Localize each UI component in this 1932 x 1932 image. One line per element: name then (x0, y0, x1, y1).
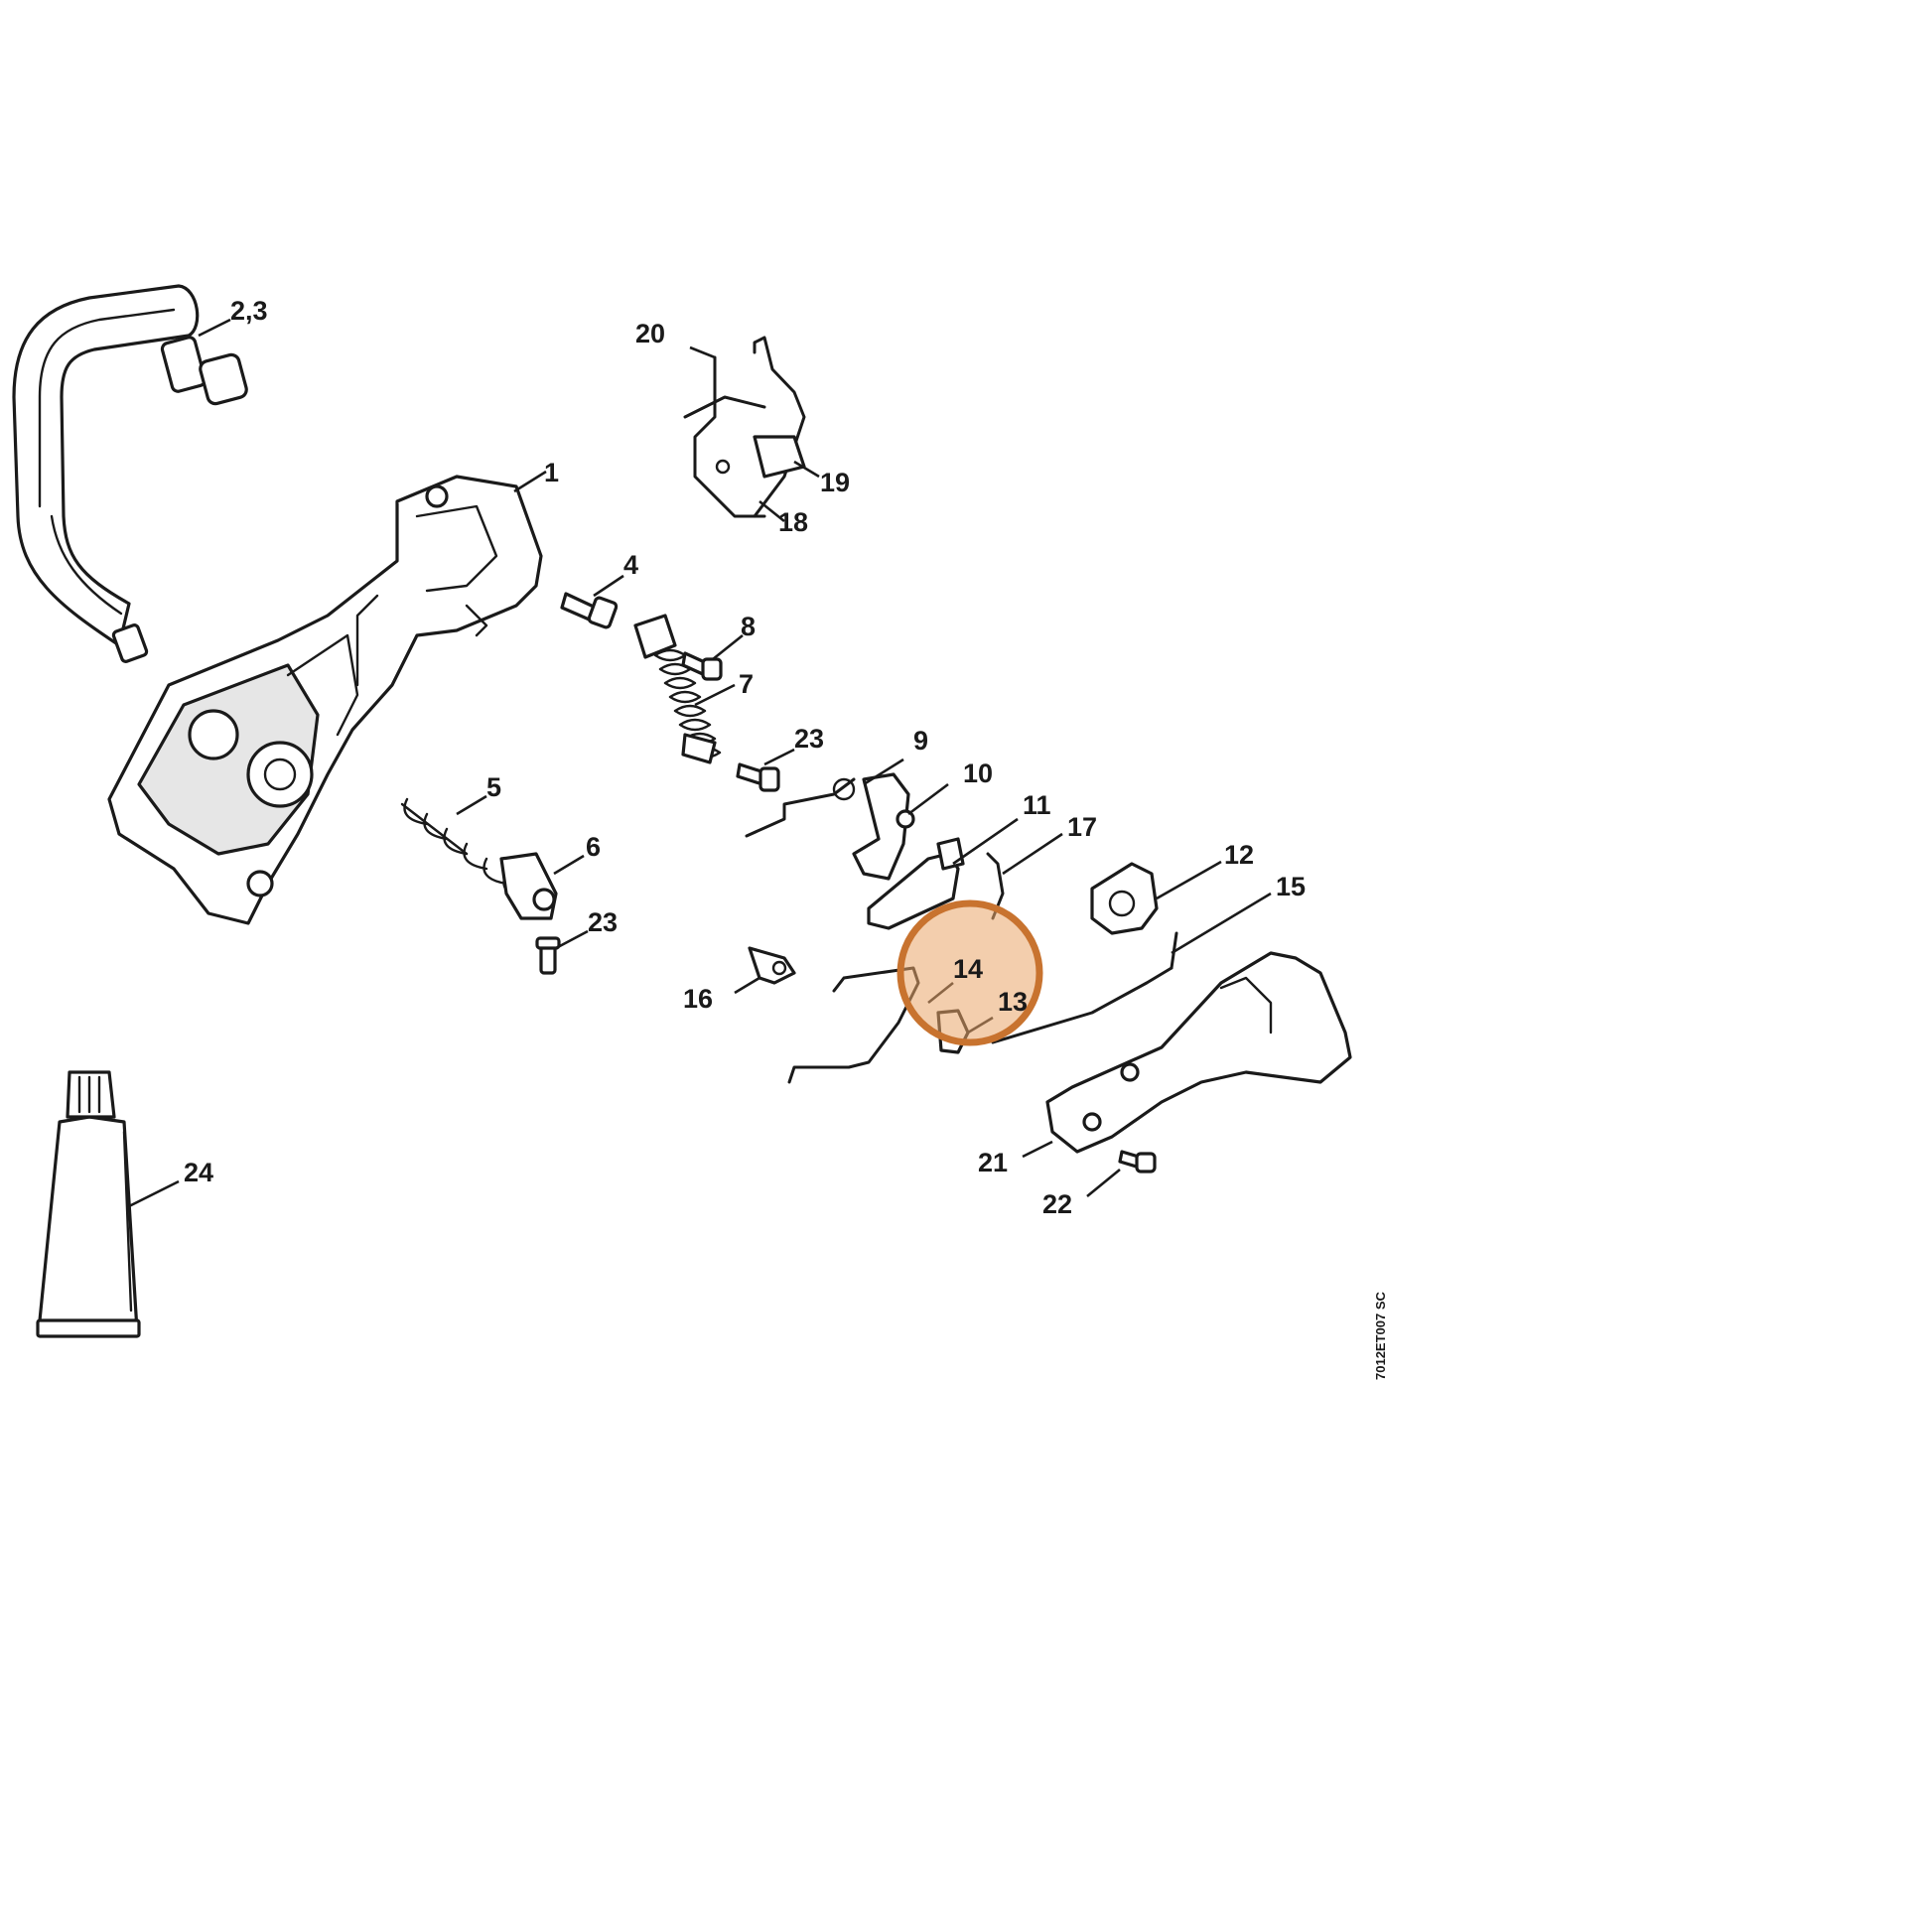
part-6-buffer (499, 852, 558, 920)
callout-21: 21 (978, 1148, 1008, 1177)
part-9-spring-wire (745, 777, 856, 838)
part-5-spring (400, 797, 528, 900)
callout-13: 13 (998, 987, 1028, 1017)
callout-11: 11 (1023, 790, 1051, 820)
callout-1: 1 (544, 458, 559, 487)
callout-20: 20 (635, 319, 665, 348)
callout-18: 18 (778, 507, 808, 537)
callout-2-3: 2,3 (230, 296, 268, 326)
callout-5: 5 (486, 772, 501, 802)
callout-24: 24 (184, 1158, 213, 1187)
callout-8: 8 (741, 612, 756, 641)
callout-23-upper: 23 (794, 724, 824, 754)
callout-17: 17 (1067, 812, 1097, 842)
callout-23-lower: 23 (588, 907, 618, 937)
part-wiring-harness (683, 336, 806, 518)
leader-lines (128, 318, 1272, 1208)
callout-labels: 2,3 1 4 8 7 23 5 6 23 20 19 18 9 10 11 1… (184, 296, 1306, 1219)
callout-6: 6 (586, 832, 601, 862)
callout-12: 12 (1224, 840, 1254, 870)
part-4-screw (560, 592, 619, 629)
part-8-screw (681, 651, 723, 681)
callout-16: 16 (683, 984, 713, 1014)
part-16-bracket (748, 946, 796, 985)
part-23-screw-upper (736, 762, 780, 792)
part-housing (107, 475, 543, 925)
part-22-screw (1118, 1150, 1157, 1173)
callout-4: 4 (623, 550, 638, 580)
part-10-lever (852, 772, 915, 881)
drawing-code: 7012ET007 SC (1373, 1291, 1388, 1380)
callout-15: 15 (1276, 872, 1306, 901)
part-handlebar (12, 284, 248, 663)
part-12-switch (1090, 862, 1159, 935)
part-7-spring (633, 614, 722, 764)
highlight-circle (897, 899, 1043, 1046)
callout-10: 10 (963, 759, 993, 788)
part-24-grease-tube (36, 1070, 141, 1338)
callout-7: 7 (739, 669, 754, 699)
callout-19: 19 (820, 468, 850, 497)
callout-22: 22 (1042, 1189, 1072, 1219)
callout-9: 9 (913, 726, 928, 756)
part-21-rear-handle (1045, 951, 1352, 1154)
callout-14: 14 (953, 954, 983, 984)
part-23-screw-lower (535, 936, 561, 975)
